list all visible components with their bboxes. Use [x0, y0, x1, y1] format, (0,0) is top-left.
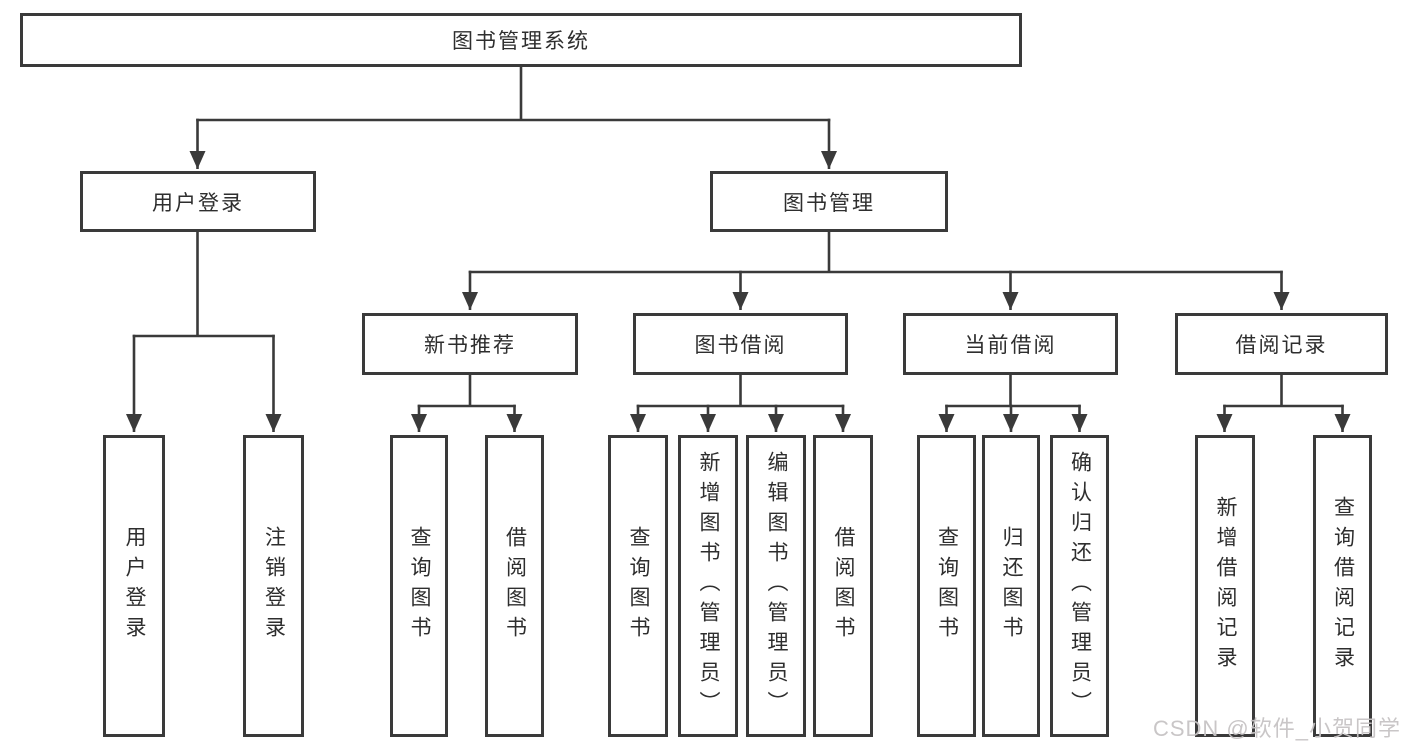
csdn-watermark: CSDN @软件_小贺同学 [1152, 716, 1401, 741]
node-root: 图书管理系统 [20, 13, 1022, 67]
leaf-user-login: 用户登录 [103, 435, 165, 737]
leaf-borrow-books-1: 借阅图书 [485, 435, 544, 737]
leaf-query-borrow-record: 查询借阅记录 [1313, 435, 1372, 737]
leaf-query-books-1: 查询图书 [390, 435, 448, 737]
leaf-query-books-2: 查询图书 [608, 435, 668, 737]
leaf-logout: 注销登录 [243, 435, 304, 737]
leaf-query-books-3: 查询图书 [917, 435, 976, 737]
leaf-add-books-admin: 新增图书（管理员） [678, 435, 738, 737]
node-new-book-recommend: 新书推荐 [362, 313, 578, 375]
node-borrowing-records: 借阅记录 [1175, 313, 1388, 375]
node-current-borrowing: 当前借阅 [903, 313, 1118, 375]
leaf-borrow-books-2: 借阅图书 [813, 435, 873, 737]
leaf-add-borrow-record: 新增借阅记录 [1195, 435, 1255, 737]
node-book-borrowing: 图书借阅 [633, 313, 848, 375]
node-user-login: 用户登录 [80, 171, 316, 232]
leaf-edit-books-admin: 编辑图书（管理员） [746, 435, 806, 737]
leaf-return-books: 归还图书 [982, 435, 1040, 737]
node-book-management: 图书管理 [710, 171, 948, 232]
leaf-confirm-return-admin: 确认归还（管理员） [1050, 435, 1109, 737]
